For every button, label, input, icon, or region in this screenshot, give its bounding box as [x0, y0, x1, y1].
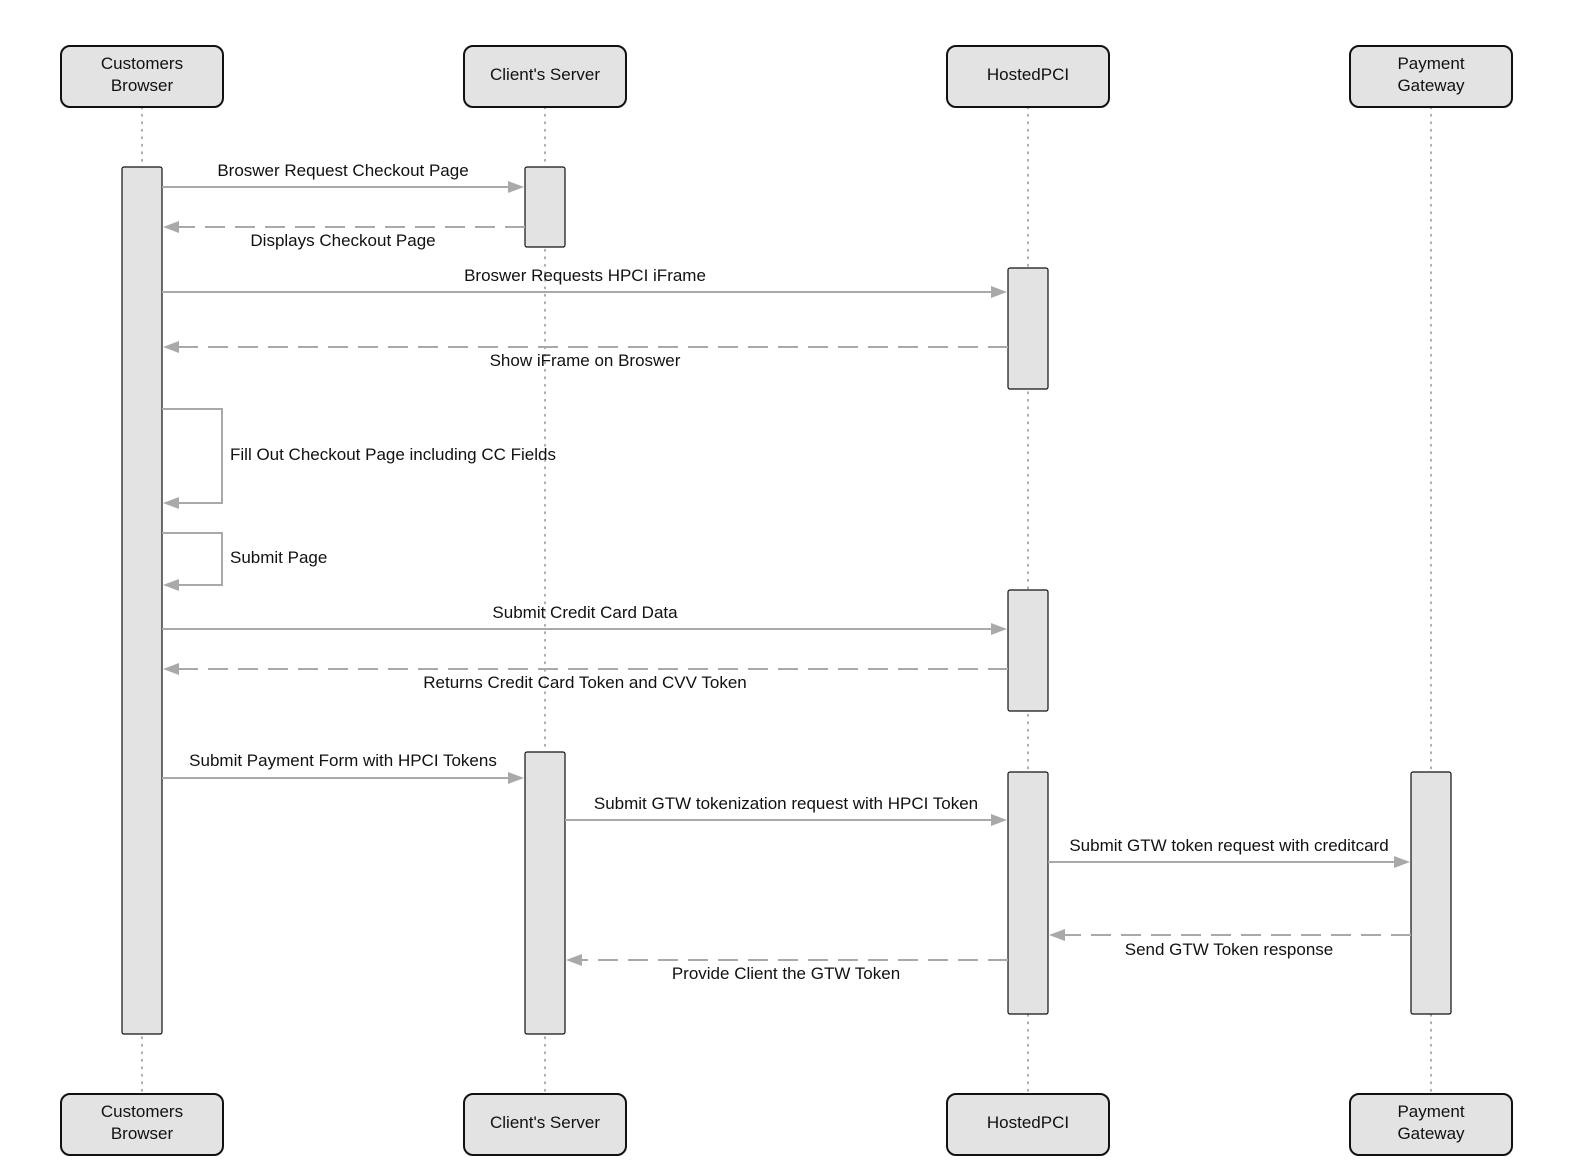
arrow-right-icon: [991, 623, 1007, 635]
message-submit-gtw-token-request: Submit GTW token request with creditcard: [1048, 836, 1410, 868]
message-returns-tokens: Returns Credit Card Token and CVV Token: [163, 663, 1008, 692]
participant-label: Payment: [1397, 54, 1464, 73]
message-label: Broswer Requests HPCI iFrame: [464, 266, 706, 285]
participant-label: Client's Server: [490, 65, 600, 84]
message-label: Send GTW Token response: [1125, 940, 1334, 959]
message-label: Returns Credit Card Token and CVV Token: [423, 673, 747, 692]
participant-label: Payment: [1397, 1102, 1464, 1121]
activation-gateway: [1410, 771, 1452, 1015]
participants-bottom: Customers Browser Client's Server Hosted…: [60, 1093, 1513, 1156]
arrow-right-icon: [991, 286, 1007, 298]
arrow-right-icon: [508, 181, 524, 193]
arrow-left-icon: [1049, 929, 1065, 941]
activation-hpci-3: [1007, 771, 1049, 1015]
arrow-right-icon: [1394, 856, 1410, 868]
participant-browser-bottom: Customers Browser: [60, 1093, 224, 1156]
message-show-iframe: Show iFrame on Broswer: [163, 341, 1008, 370]
message-fill-out-checkout: Fill Out Checkout Page including CC Fiel…: [162, 408, 556, 509]
activation-hpci-1: [1007, 267, 1049, 390]
participant-label: HostedPCI: [987, 1113, 1069, 1132]
participant-hpci-bottom: HostedPCI: [946, 1093, 1110, 1156]
message-submit-payment-form: Submit Payment Form with HPCI Tokens: [162, 751, 524, 784]
participants-top: Customers Browser Client's Server Hosted…: [60, 45, 1513, 108]
participant-label: Browser: [111, 76, 174, 95]
message-label: Fill Out Checkout Page including CC Fiel…: [230, 445, 556, 464]
message-label: Displays Checkout Page: [250, 231, 435, 250]
activation-browser: [121, 166, 163, 1035]
message-label: Submit Payment Form with HPCI Tokens: [189, 751, 497, 770]
message-label: Show iFrame on Broswer: [490, 351, 681, 370]
arrow-left-icon: [566, 954, 582, 966]
message-submit-credit-card-data: Submit Credit Card Data: [162, 603, 1007, 635]
message-label: Submit Page: [230, 548, 327, 567]
arrow-left-icon: [163, 341, 179, 353]
message-displays-checkout-page: Displays Checkout Page: [163, 221, 525, 250]
arrow-left-icon: [163, 663, 179, 675]
message-submit-gtw-tokenization: Submit GTW tokenization request with HPC…: [565, 794, 1007, 826]
message-label: Broswer Request Checkout Page: [217, 161, 468, 180]
participant-browser-top: Customers Browser: [60, 45, 224, 108]
activation-hpci-2: [1007, 589, 1049, 712]
participant-gateway-bottom: Payment Gateway: [1349, 1093, 1513, 1156]
message-submit-page: Submit Page: [162, 532, 327, 591]
arrow-left-icon: [163, 221, 179, 233]
message-label: Submit GTW token request with creditcard: [1069, 836, 1388, 855]
message-request-hpci-iframe: Broswer Requests HPCI iFrame: [162, 266, 1007, 298]
participant-label: Gateway: [1397, 76, 1465, 95]
messages: Broswer Request Checkout Page Displays C…: [162, 161, 1411, 983]
participant-hpci-top: HostedPCI: [946, 45, 1110, 108]
message-label: Submit GTW tokenization request with HPC…: [594, 794, 978, 813]
arrow-left-icon: [163, 497, 179, 509]
message-request-checkout-page: Broswer Request Checkout Page: [162, 161, 524, 193]
participant-label: Gateway: [1397, 1124, 1465, 1143]
participant-server-bottom: Client's Server: [463, 1093, 627, 1156]
message-label: Submit Credit Card Data: [492, 603, 678, 622]
participant-label: Customers: [101, 54, 183, 73]
message-provide-client-gtw-token: Provide Client the GTW Token: [566, 954, 1008, 983]
participant-server-top: Client's Server: [463, 45, 627, 108]
participant-label: Customers: [101, 1102, 183, 1121]
participant-label: Browser: [111, 1124, 174, 1143]
activation-server-2: [524, 751, 566, 1035]
arrow-left-icon: [163, 579, 179, 591]
participant-label: HostedPCI: [987, 65, 1069, 84]
activation-bars: [121, 166, 1452, 1035]
participant-label: Client's Server: [490, 1113, 600, 1132]
message-send-gtw-token-response: Send GTW Token response: [1049, 929, 1411, 959]
participant-gateway-top: Payment Gateway: [1349, 45, 1513, 108]
arrow-right-icon: [508, 772, 524, 784]
arrow-right-icon: [991, 814, 1007, 826]
message-label: Provide Client the GTW Token: [672, 964, 900, 983]
activation-server-1: [524, 166, 566, 248]
